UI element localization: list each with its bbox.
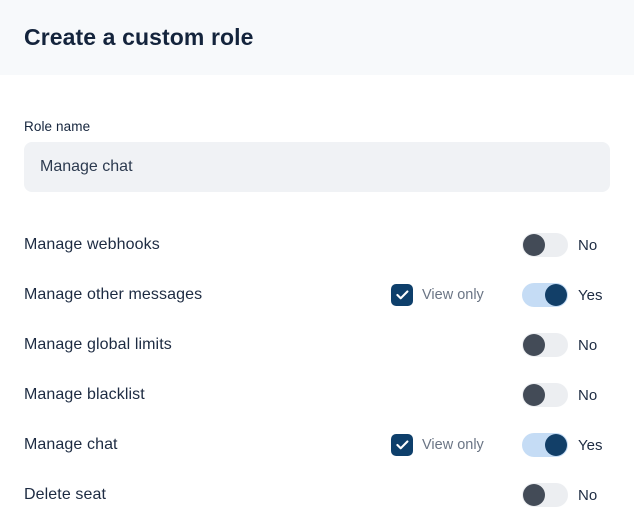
role-name-field-block: Role name	[24, 75, 610, 192]
toggle-state-label: Yes	[578, 286, 603, 304]
toggle-knob	[523, 334, 545, 356]
toggle-state-label: No	[578, 336, 598, 354]
permission-row: Manage global limits No	[24, 320, 610, 370]
permission-toggle-cluster: No	[522, 383, 597, 407]
role-name-label: Role name	[24, 119, 91, 134]
toggle-state-label: Yes	[578, 436, 603, 454]
permission-toggle[interactable]	[522, 233, 568, 257]
permission-name: Delete seat	[24, 486, 107, 503]
permission-name: Manage chat	[24, 436, 118, 453]
permission-toggle[interactable]	[522, 483, 568, 507]
permission-row: Manage other messages View only Yes	[24, 270, 610, 320]
permission-row: Manage webhooks No	[24, 220, 610, 270]
permission-name: Manage global limits	[24, 336, 172, 353]
permission-row: Manage chat View only Yes	[24, 420, 610, 470]
view-only-control[interactable]: View only	[391, 284, 484, 306]
view-only-label: View only	[422, 437, 484, 453]
toggle-knob	[523, 234, 545, 256]
permission-toggle[interactable]	[522, 333, 568, 357]
permission-toggle-cluster: Yes	[522, 283, 602, 307]
toggle-knob	[545, 434, 567, 456]
permission-toggle[interactable]	[522, 383, 568, 407]
permission-toggle-cluster: No	[522, 483, 597, 507]
permission-toggle-cluster: No	[522, 233, 597, 257]
page-header: Create a custom role	[0, 0, 634, 75]
permission-name: Manage other messages	[24, 286, 203, 303]
view-only-checkbox[interactable]	[391, 284, 413, 306]
permission-name: Manage webhooks	[24, 236, 160, 253]
permission-row: Delete seat No	[24, 470, 610, 520]
toggle-knob	[545, 284, 567, 306]
toggle-knob	[523, 384, 545, 406]
role-name-input[interactable]	[24, 142, 610, 192]
view-only-label: View only	[422, 287, 484, 303]
permission-toggle-cluster: No	[522, 333, 597, 357]
permission-row: Manage blacklist No	[24, 370, 610, 420]
permission-toggle-cluster: Yes	[522, 433, 602, 457]
permission-name: Manage blacklist	[24, 386, 145, 403]
view-only-control[interactable]: View only	[391, 434, 484, 456]
view-only-checkbox[interactable]	[391, 434, 413, 456]
permission-toggle[interactable]	[522, 283, 568, 307]
toggle-state-label: No	[578, 236, 598, 254]
permission-toggle[interactable]	[522, 433, 568, 457]
toggle-state-label: No	[578, 386, 598, 404]
page-title: Create a custom role	[24, 24, 254, 50]
toggle-knob	[523, 484, 545, 506]
toggle-state-label: No	[578, 486, 598, 504]
